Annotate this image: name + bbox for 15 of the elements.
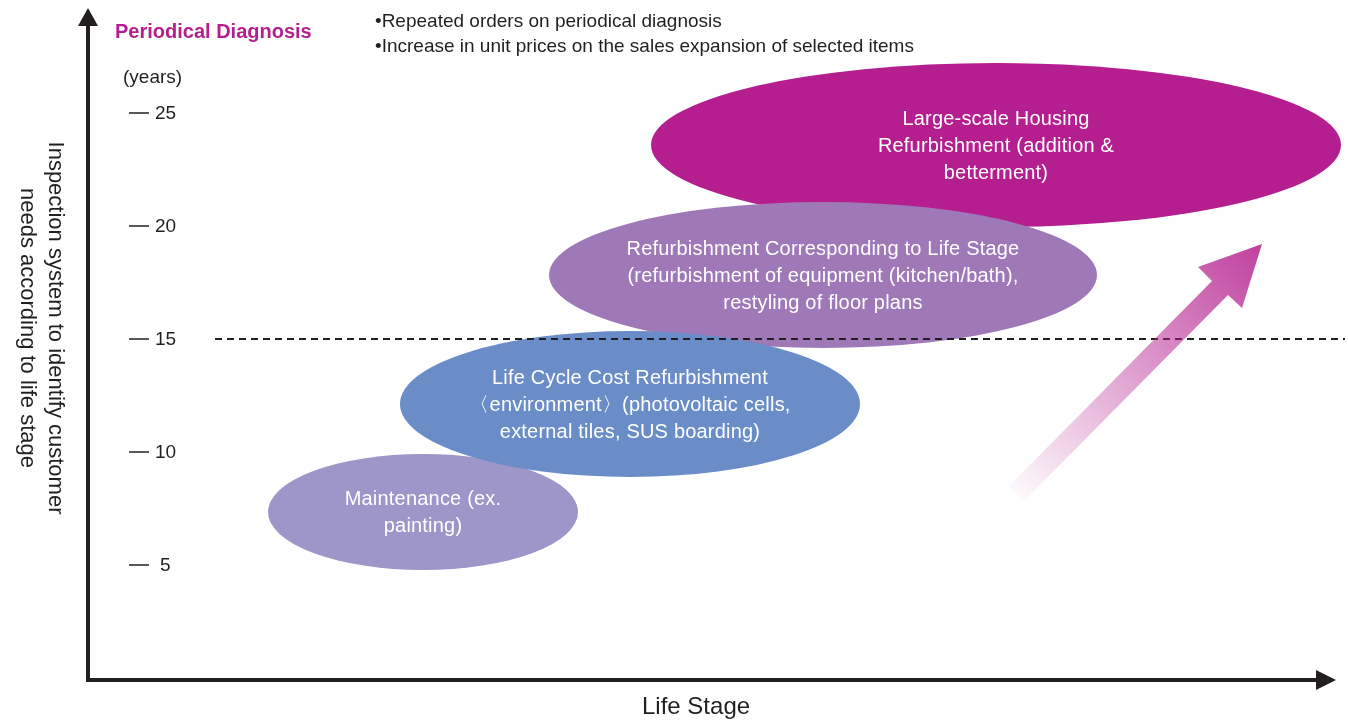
stage-label: Refurbishment Corresponding to Life Stage (refurbishment of equipment (kitchen/bath), restyling of floor plans <box>625 235 1021 315</box>
axis-unit: (years) <box>123 66 183 88</box>
stage-label: Large-scale Housing Refurbishment (addition & betterment) <box>876 105 1116 185</box>
tick-label: 10 <box>155 441 177 463</box>
stage-label: Life Cycle Cost Refurbishment 〈environment〉(photovoltaic cells, external tiles, SUS boarding) <box>468 364 792 444</box>
bullet-text: •Increase in unit prices on the sales expansion of selected items <box>375 35 914 57</box>
bullet-text: •Repeated orders on periodical diagnosis <box>375 10 722 32</box>
tick-label: 25 <box>155 102 177 124</box>
axis-title: Inspection system to identify customer needs according to life stage <box>15 140 70 517</box>
section-heading: Periodical Diagnosis <box>115 20 312 43</box>
tick-label: 20 <box>155 215 177 237</box>
axis-title: Life Stage <box>642 692 751 720</box>
stage-label: Maintenance (ex. painting) <box>343 486 503 538</box>
tick-label: 5 <box>160 554 171 576</box>
tick-label: 15 <box>155 328 177 350</box>
